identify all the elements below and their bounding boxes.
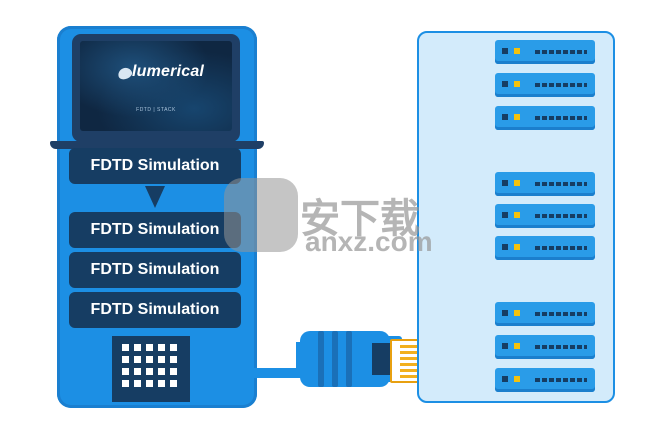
server-unit-icon xyxy=(495,302,595,326)
server-unit-icon xyxy=(495,172,595,196)
server-unit-icon xyxy=(495,40,595,64)
simulation-box-4: FDTD Simulation xyxy=(69,292,241,328)
boot-ridge xyxy=(332,331,338,387)
server-unit-icon xyxy=(495,236,595,260)
watermark-subtitle: anxz.com xyxy=(305,226,433,257)
laptop-base xyxy=(50,141,264,149)
screen-caption: FDTD | STACK xyxy=(136,107,176,113)
watermark-title: 安下载 xyxy=(300,197,420,241)
laptop-screen: lumerical FDTD | STACK xyxy=(80,41,232,131)
boot-ridge xyxy=(318,331,324,387)
simulation-box-3: FDTD Simulation xyxy=(69,252,241,288)
server-unit-icon xyxy=(495,73,595,97)
server-unit-icon xyxy=(495,106,595,130)
building-icon xyxy=(112,336,190,402)
boot-ridge xyxy=(346,331,352,387)
server-unit-icon xyxy=(495,368,595,392)
simulation-box-2: FDTD Simulation xyxy=(69,212,241,248)
server-unit-icon xyxy=(495,335,595,359)
logo-text: lumerical xyxy=(132,63,205,80)
ethernet-plug-block xyxy=(372,343,392,375)
network-cable xyxy=(254,368,306,378)
simulation-box-1: FDTD Simulation xyxy=(69,148,241,184)
arrow-down-icon xyxy=(145,186,165,208)
server-unit-icon xyxy=(495,204,595,228)
lumerical-logo-icon xyxy=(116,65,134,82)
